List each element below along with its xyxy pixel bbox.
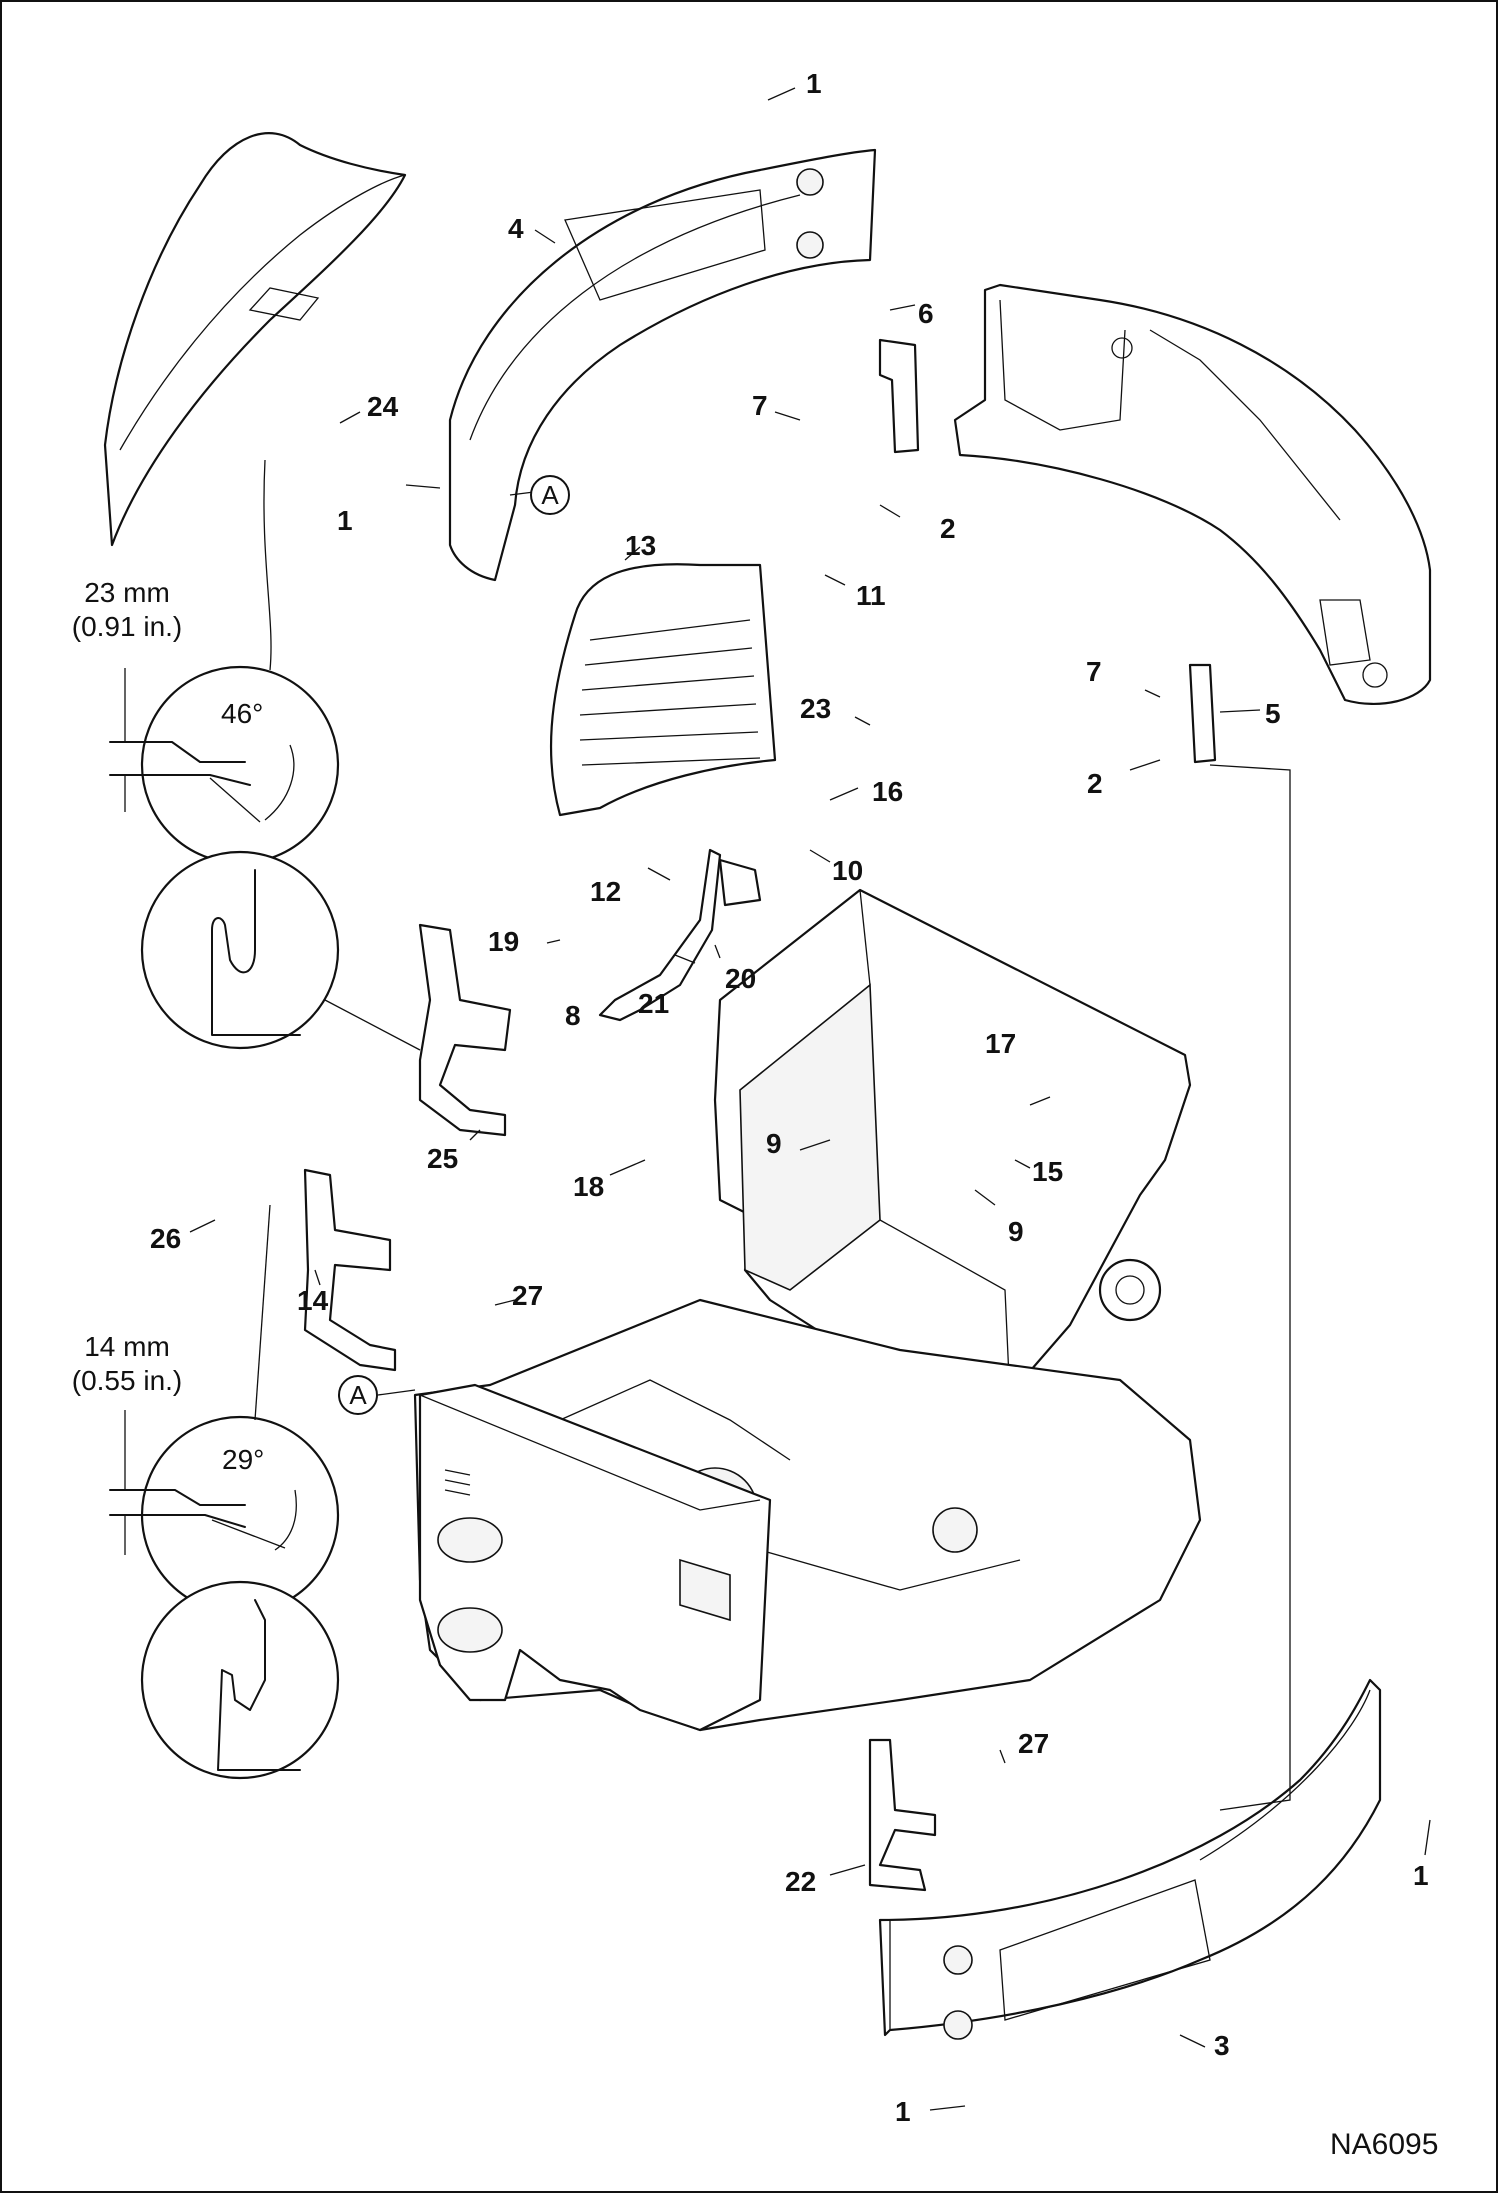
angle-detail-upper	[109, 665, 340, 865]
swing-frame	[418, 1383, 772, 1732]
profile-detail-upper	[140, 850, 340, 1050]
bracket-5	[1188, 663, 1217, 764]
bracket-6	[878, 338, 920, 454]
counterweight-housing	[953, 283, 1432, 705]
callout-12: 12	[590, 876, 622, 907]
callout-26: 26	[150, 1223, 182, 1254]
bracket-14	[303, 1168, 397, 1372]
callout-22: 22	[785, 1866, 817, 1897]
callout-1-left: 1	[337, 505, 353, 536]
callout-20: 20	[725, 963, 757, 994]
dimension-lower-mm: 14 mm	[84, 1331, 170, 1362]
bracket-25	[418, 923, 512, 1137]
callout-19: 19	[488, 926, 520, 957]
fender-4	[448, 148, 877, 582]
dimension-upper: 23 mm (0.91 in.)	[52, 576, 202, 644]
dimension-upper-mm: 23 mm	[84, 577, 170, 608]
callout-7-upper: 7	[752, 390, 768, 421]
angle-upper: 46°	[221, 698, 264, 729]
main-frame	[713, 888, 1192, 1422]
leader-lines	[189, 87, 1431, 2111]
callout-3: 3	[1214, 2030, 1230, 2061]
callout-6: 6	[918, 298, 934, 329]
angle-lower: 29°	[222, 1444, 265, 1475]
callout-1-bottom: 1	[895, 2096, 911, 2127]
fender-fragment	[103, 132, 407, 547]
bracket-21	[598, 848, 762, 1022]
bracket-22	[868, 1738, 937, 1892]
profile-detail-lower	[140, 1580, 340, 1780]
callout-15: 15	[1032, 1156, 1064, 1187]
callout-17: 17	[985, 1028, 1017, 1059]
callout-9-left: 9	[766, 1128, 782, 1159]
callout-11: 11	[856, 580, 886, 611]
angle-detail-lower	[109, 1410, 340, 1615]
callout-16: 16	[872, 776, 904, 807]
callout-2-upper: 2	[940, 513, 956, 544]
callout-18: 18	[573, 1171, 605, 1202]
callout-4: 4	[508, 213, 524, 244]
callout-23: 23	[800, 693, 832, 724]
callout-10: 10	[832, 855, 864, 886]
dimension-lower: 14 mm (0.55 in.)	[52, 1330, 202, 1398]
reference-mark-a-lower: A	[338, 1375, 378, 1415]
callout-27-upper: 27	[512, 1280, 544, 1311]
reference-mark-a-upper: A	[530, 475, 570, 515]
callout-27-lower: 27	[1018, 1728, 1050, 1759]
grille-13	[549, 563, 777, 817]
callout-9-right: 9	[1008, 1216, 1024, 1247]
callout-1-top: 1	[806, 68, 822, 99]
callout-21: 21	[638, 988, 670, 1019]
callout-5: 5	[1265, 698, 1281, 729]
callout-24: 24	[367, 391, 399, 422]
callout-8: 8	[565, 1000, 581, 1031]
callout-1-right: 1	[1413, 1860, 1429, 1891]
dimension-upper-in: (0.91 in.)	[71, 611, 183, 642]
callout-25: 25	[427, 1143, 459, 1174]
drawing-code: NA6095	[1330, 2128, 1439, 2161]
counterweight-3	[878, 1678, 1382, 2040]
callout-7-right: 7	[1086, 656, 1102, 687]
dimension-lower-in: (0.55 in.)	[71, 1365, 183, 1396]
callout-14: 14	[297, 1285, 329, 1316]
callout-13: 13	[625, 530, 657, 561]
callout-2-right: 2	[1087, 768, 1103, 799]
